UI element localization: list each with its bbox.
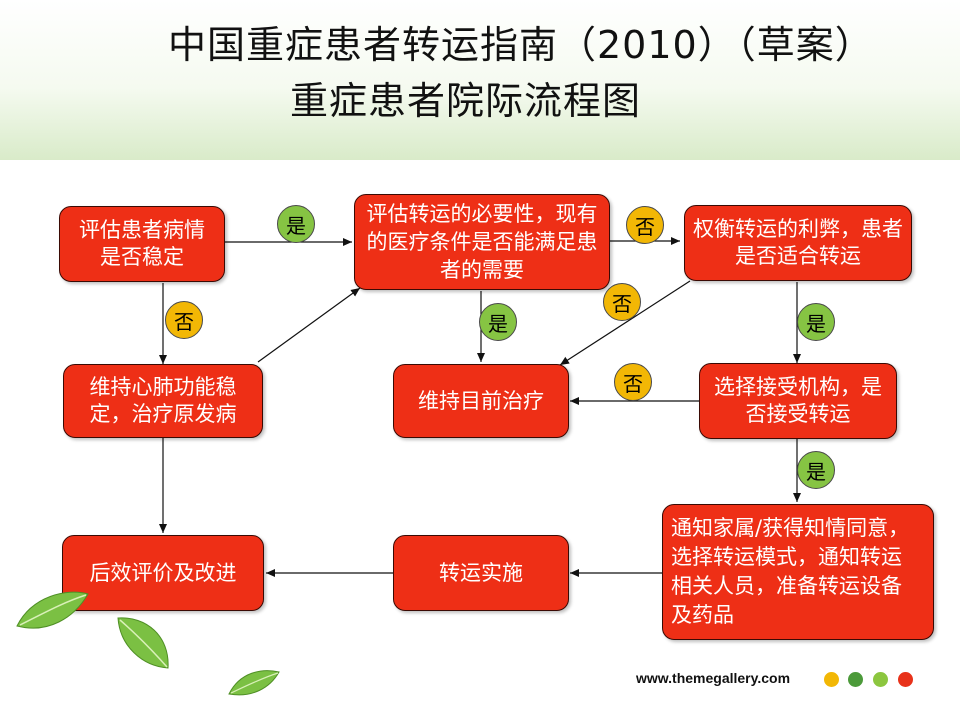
footer-url: www.themegallery.com	[636, 670, 791, 686]
arrow-maintain-function-to-necessity	[257, 287, 361, 363]
green-leaf-icon	[16, 591, 89, 629]
footer-dot-dark-green	[848, 672, 863, 687]
node-assess-necessity: 评估转运的必要性，现有的医疗条件是否能满足患者的需要	[354, 194, 610, 290]
badge-yes-assess-to-necessity: 是	[277, 205, 315, 243]
badge-no-assess-to-function: 否	[165, 301, 203, 339]
node-evaluate-improve: 后效评价及改进	[62, 535, 264, 611]
green-leaf-icon	[117, 617, 169, 669]
badge-yes-choose-to-notify: 是	[797, 451, 835, 489]
footer-dot-yellow	[824, 672, 839, 687]
node-maintain-function: 维持心肺功能稳定，治疗原发病	[63, 364, 263, 438]
node-assess-condition: 评估患者病情是否稳定	[59, 206, 225, 282]
node-notify-prepare: 通知家属/获得知情同意，选择转运模式，通知转运相关人员，准备转运设备及药品	[662, 504, 934, 640]
node-implement-transfer: 转运实施	[393, 535, 569, 611]
footer-dot-light-green	[873, 672, 888, 687]
badge-no-choose-to-treatment: 否	[614, 363, 652, 401]
arrow-weigh-to-maintain-treatment	[559, 280, 691, 366]
header-gradient-band	[0, 0, 960, 160]
badge-yes-weigh-to-choose: 是	[797, 303, 835, 341]
node-weigh-pros-cons: 权衡转运的利弊，患者是否适合转运	[684, 205, 912, 281]
node-choose-institution: 选择接受机构，是否接受转运	[699, 363, 897, 439]
badge-no-necessity-to-weigh: 否	[626, 206, 664, 244]
node-maintain-treatment: 维持目前治疗	[393, 364, 569, 438]
footer-dot-red	[898, 672, 913, 687]
page-subtitle: 重症患者院际流程图	[290, 79, 642, 123]
green-leaf-icon	[228, 670, 280, 696]
page-title: 中国重症患者转运指南（2010）（草案）	[168, 23, 874, 67]
badge-no-weigh-to-treatment: 否	[603, 283, 641, 321]
badge-yes-necessity-to-treatment: 是	[479, 303, 517, 341]
